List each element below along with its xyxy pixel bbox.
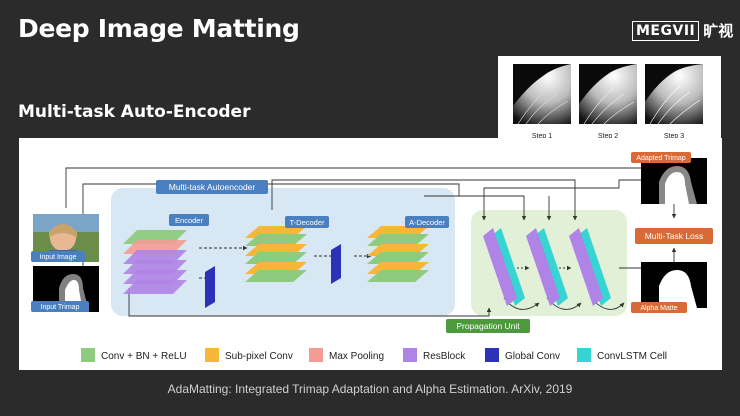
t-decoder-tag: [285, 216, 329, 228]
step-label-2: Step 2: [598, 133, 618, 140]
multi-task-loss-box: [635, 228, 713, 244]
encoder-stack: [123, 230, 187, 294]
steps-panel: Step 1 Step 2 Step 3: [498, 56, 721, 145]
encoder-tag: [169, 214, 209, 226]
citation: AdaMatting: Integrated Trimap Adaptation…: [167, 382, 573, 396]
a-decoder-tag: [405, 216, 449, 228]
legend-swatch-convlstm: [577, 348, 591, 362]
step-label-3: Step 3: [664, 133, 684, 140]
diagram-panel: Input Image Input Trimap Multi-task Auto…: [19, 138, 722, 370]
step-1-image: [513, 64, 571, 125]
propagation-blocks: [483, 228, 611, 306]
autoencoder-tag: [156, 180, 268, 194]
slide-subtitle: Multi-task Auto-Encoder: [18, 102, 251, 122]
propagation-tag: [446, 319, 530, 333]
input-image-label: Input Image: [40, 254, 77, 261]
legend-label-globalconv: Global Conv: [505, 351, 560, 362]
logo-latin: MEGVII: [632, 20, 700, 41]
slide-title: Deep Image Matting: [18, 14, 300, 43]
alpha-matte-tag: [631, 302, 687, 313]
multi-task-loss-label: Multi-Task Loss: [645, 231, 704, 241]
legend-label-convlstm: ConvLSTM Cell: [597, 351, 667, 362]
encoder-label: Encoder: [175, 216, 203, 225]
adapted-trimap-label: Adapted Trimap: [636, 155, 686, 162]
legend-label-maxpool: Max Pooling: [329, 351, 384, 362]
legend-swatch-subpixel: [205, 348, 219, 362]
a-decoder-stack: [367, 226, 429, 282]
step-label-1: Step 1: [532, 133, 552, 140]
steps-figure: Step 1 Step 2 Step 3: [513, 64, 703, 140]
megvii-logo: MEGVII 旷视: [632, 20, 733, 41]
legend-swatch-resblock: [403, 348, 417, 362]
legend-swatch-globalconv: [485, 348, 499, 362]
alpha-matte-image: [641, 262, 707, 308]
legend-label-subpixel: Sub-pixel Conv: [225, 351, 293, 362]
legend-swatch-maxpool: [309, 348, 323, 362]
step-3-image: [645, 64, 703, 125]
global-conv-block-1: [205, 266, 215, 308]
global-conv-block-2: [331, 244, 341, 284]
adapted-trimap-image: [641, 158, 707, 204]
logo-cjk: 旷视: [703, 22, 734, 40]
input-image-tag: [31, 251, 85, 262]
legend-label-conv: Conv + BN + ReLU: [101, 351, 187, 362]
t-decoder-stack: [245, 226, 307, 282]
step-2-image: [579, 64, 637, 125]
input-trimap-label: Input Trimap: [41, 304, 80, 311]
adapted-trimap-tag: [631, 152, 691, 163]
propagation-label: Propagation Unit: [456, 321, 520, 331]
legend-swatch-conv: [81, 348, 95, 362]
autoencoder-label: Multi-task Autoencoder: [169, 182, 256, 192]
alpha-matte-label: Alpha Matte: [640, 305, 677, 312]
input-trimap-tag: [31, 301, 89, 312]
t-decoder-label: T-Decoder: [289, 218, 325, 227]
architecture-diagram: Input Image Input Trimap Multi-task Auto…: [31, 152, 713, 362]
legend: Conv + BN + ReLU Sub-pixel Conv Max Pool…: [81, 348, 667, 362]
legend-label-resblock: ResBlock: [423, 351, 466, 362]
a-decoder-label: A-Decoder: [409, 218, 445, 227]
